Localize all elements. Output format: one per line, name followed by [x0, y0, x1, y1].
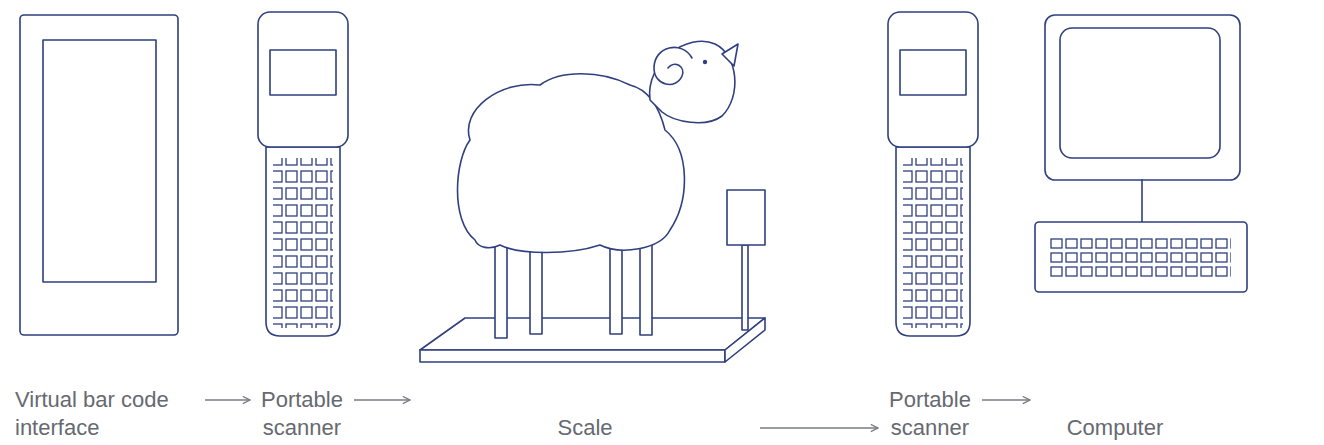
- device-label: Portable scanner: [878, 386, 982, 442]
- device-label: Portable scanner: [250, 386, 354, 442]
- labeled-device: Scale: [410, 10, 760, 442]
- labeled-device: Virtual bar code interface: [15, 10, 205, 442]
- flow-arrow: [205, 399, 250, 400]
- computer-drawing: [1035, 15, 1247, 292]
- sheep-drawing: [458, 41, 739, 338]
- flow-arrow: [982, 399, 1030, 400]
- scanner-drawing: [258, 12, 348, 336]
- device-label: Scale: [410, 414, 760, 442]
- flow-arrow: [760, 427, 878, 428]
- labeled-device: Portable scanner: [250, 10, 354, 442]
- labeled-device: Computer: [1030, 10, 1200, 442]
- labeled-device: Portable scanner: [878, 10, 982, 442]
- scanner-drawing: [888, 12, 978, 336]
- device-label: Virtual bar code interface: [15, 386, 205, 442]
- tablet-drawing: [20, 15, 178, 335]
- flow-arrow: [354, 399, 410, 400]
- device-label: Computer: [1030, 414, 1200, 442]
